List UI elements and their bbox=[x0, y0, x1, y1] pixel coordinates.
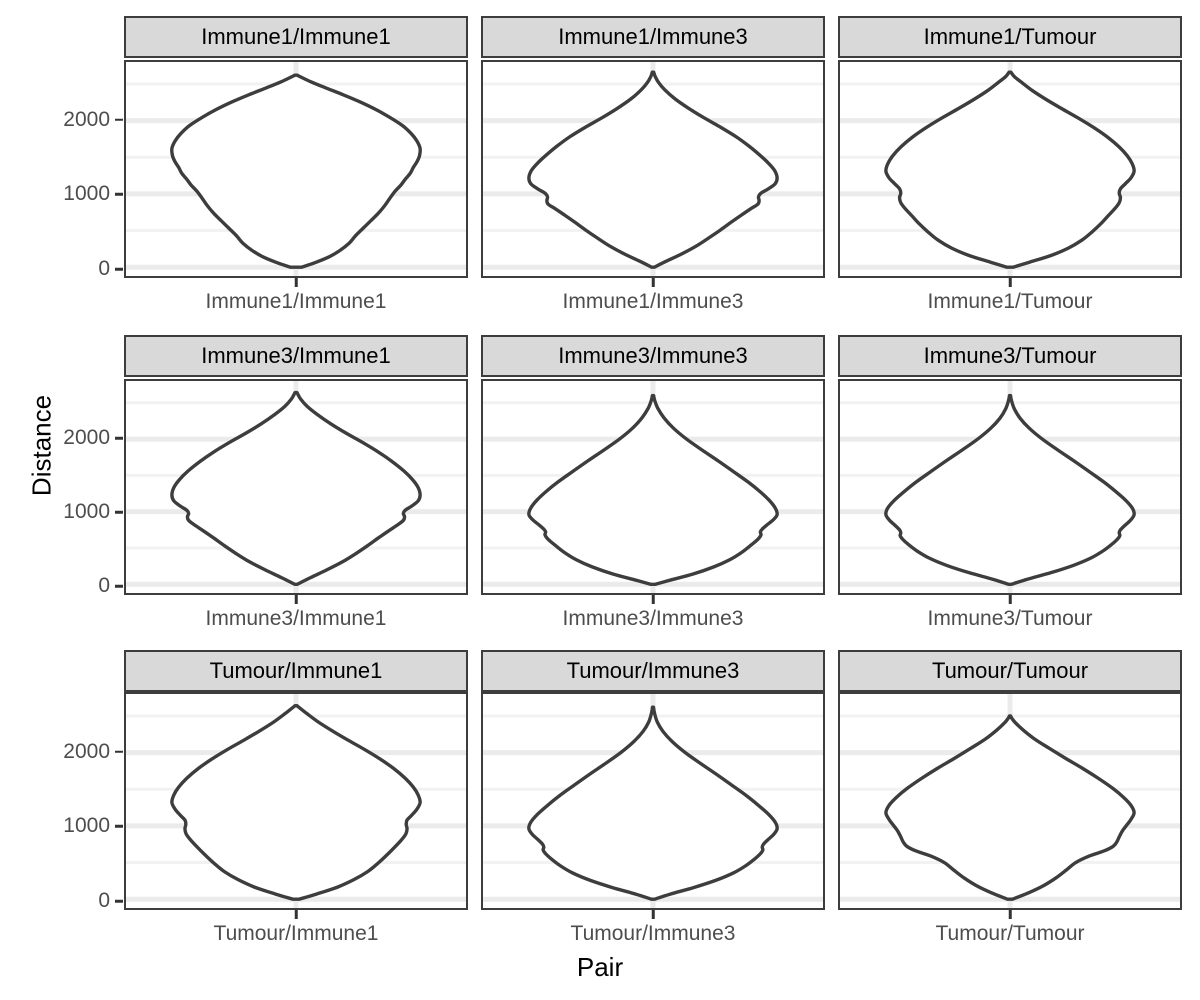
violin-shape bbox=[170, 73, 422, 269]
facet-strip-label: Immune1/Tumour bbox=[923, 24, 1097, 49]
plot-area-tumour-tumour bbox=[838, 692, 1182, 910]
y-tick-mark bbox=[115, 899, 123, 903]
x-tick-label: Tumour/Immune3 bbox=[570, 922, 736, 945]
violin-shape bbox=[527, 705, 779, 901]
y-tick-label: 0 bbox=[98, 574, 110, 598]
x-tick-mark bbox=[651, 595, 655, 604]
plot-area-immune3-immune3 bbox=[481, 379, 825, 595]
facet-strip-immune3-immune1: Immune3/Immune1 bbox=[124, 335, 468, 377]
x-tick-mark bbox=[651, 278, 655, 287]
y-tick-mark bbox=[115, 267, 123, 271]
plot-area-immune3-tumour bbox=[838, 379, 1182, 595]
y-tick-mark bbox=[115, 193, 123, 196]
facet-strip-immune1-tumour: Immune1/Tumour bbox=[838, 16, 1182, 58]
x-tick-mark bbox=[294, 595, 298, 604]
y-tick-label: 1000 bbox=[63, 814, 110, 838]
facet-strip-tumour-tumour: Tumour/Tumour bbox=[838, 650, 1182, 692]
x-tick-mark bbox=[294, 910, 298, 919]
y-tick-label: 0 bbox=[98, 889, 110, 913]
x-tick-label: Immune1/Tumour bbox=[927, 290, 1093, 313]
y-tick-mark bbox=[115, 510, 123, 514]
violin-shape bbox=[527, 393, 779, 586]
y-tick-label: 1000 bbox=[63, 500, 110, 524]
facet-strip-tumour-immune3: Tumour/Immune3 bbox=[481, 650, 825, 692]
x-tick-mark bbox=[294, 278, 298, 287]
x-axis-title: Pair bbox=[576, 952, 624, 982]
x-tick-mark bbox=[1008, 595, 1012, 604]
plot-area-immune1-immune3 bbox=[481, 60, 825, 278]
facet-strip-immune3-immune3: Immune3/Immune3 bbox=[481, 335, 825, 377]
facet-strip-label: Immune3/Immune3 bbox=[558, 343, 748, 368]
facet-strip-immune1-immune3: Immune1/Immune3 bbox=[481, 16, 825, 58]
plot-area-immune1-tumour bbox=[838, 60, 1182, 278]
violin-shape bbox=[170, 390, 422, 586]
y-tick-label: 2000 bbox=[63, 426, 110, 450]
plot-area-tumour-immune3 bbox=[481, 692, 825, 910]
x-tick-mark bbox=[1008, 910, 1012, 919]
y-tick-mark bbox=[115, 584, 123, 588]
x-tick-label: Immune1/Immune3 bbox=[562, 290, 744, 313]
x-tick-label: Tumour/Tumour bbox=[935, 922, 1085, 945]
facet-strip-label: Tumour/Immune1 bbox=[209, 658, 383, 683]
facet-strip-immune3-tumour: Immune3/Tumour bbox=[838, 335, 1182, 377]
y-tick-mark bbox=[115, 825, 123, 828]
y-tick-label: 2000 bbox=[63, 739, 110, 763]
y-tick-label: 0 bbox=[98, 257, 110, 281]
facet-strip-label: Tumour/Immune3 bbox=[566, 658, 740, 683]
facet-strip-immune1-immune1: Immune1/Immune1 bbox=[124, 16, 468, 58]
violin-shape bbox=[884, 393, 1136, 586]
x-tick-label: Immune3/Tumour bbox=[927, 607, 1093, 630]
facet-strip-label: Immune1/Immune3 bbox=[558, 24, 748, 49]
x-tick-label: Immune1/Immune1 bbox=[205, 290, 387, 313]
facet-strip-label: Immune3/Tumour bbox=[923, 343, 1097, 368]
facet-strip-label: Tumour/Tumour bbox=[931, 658, 1089, 683]
facet-strip-tumour-immune1: Tumour/Immune1 bbox=[124, 650, 468, 692]
violin-shape bbox=[884, 70, 1136, 269]
plot-area-immune1-immune1 bbox=[124, 60, 468, 278]
x-tick-label: Tumour/Immune1 bbox=[213, 922, 379, 945]
plot-area-immune3-immune1 bbox=[124, 379, 468, 595]
x-tick-label: Immune3/Immune1 bbox=[205, 607, 387, 630]
x-tick-mark bbox=[651, 910, 655, 919]
y-tick-mark bbox=[115, 436, 123, 440]
y-tick-mark bbox=[115, 750, 123, 753]
violin-shape bbox=[527, 70, 779, 269]
violin-shape bbox=[884, 714, 1136, 901]
y-tick-mark bbox=[115, 118, 123, 121]
plot-area-tumour-immune1 bbox=[124, 692, 468, 910]
x-tick-label: Immune3/Immune3 bbox=[562, 607, 744, 630]
x-tick-mark bbox=[1008, 278, 1012, 287]
violin-shape bbox=[170, 704, 422, 901]
facet-strip-label: Immune1/Immune1 bbox=[201, 24, 391, 49]
y-tick-label: 2000 bbox=[63, 107, 110, 131]
facet-strip-label: Immune3/Immune1 bbox=[201, 343, 391, 368]
y-tick-label: 1000 bbox=[63, 182, 110, 206]
